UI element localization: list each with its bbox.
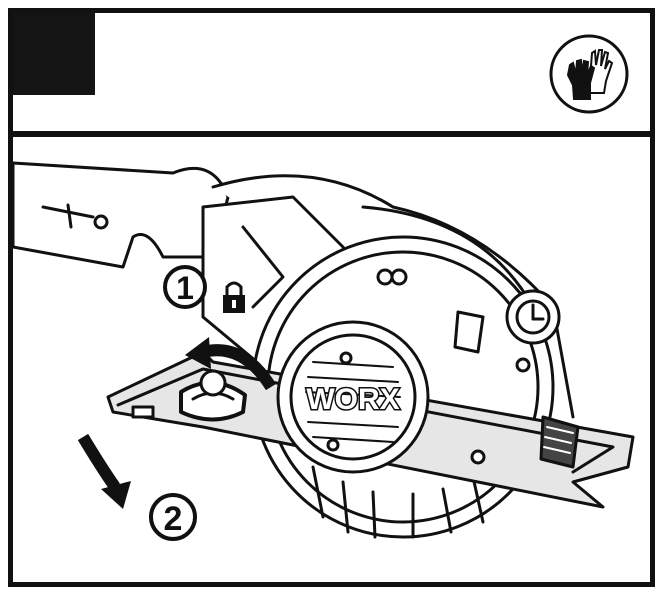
panel-header bbox=[13, 13, 650, 137]
step-number-box bbox=[13, 13, 95, 95]
svg-text:2: 2 bbox=[164, 500, 183, 538]
down-arrow-icon bbox=[77, 433, 131, 509]
brand-logo: WORX bbox=[306, 383, 399, 416]
instruction-panel: WORX 1 2 bbox=[8, 8, 655, 587]
gloves-icon bbox=[549, 34, 629, 114]
circular-saw-icon: WORX 1 2 bbox=[13, 161, 635, 541]
callout-1: 1 bbox=[163, 265, 207, 309]
curved-arrow-icon bbox=[185, 337, 277, 391]
callout-2: 2 bbox=[149, 493, 197, 541]
padlock-icon bbox=[223, 281, 245, 313]
illustration-area: WORX 1 2 bbox=[13, 137, 650, 582]
svg-text:1: 1 bbox=[176, 270, 194, 306]
